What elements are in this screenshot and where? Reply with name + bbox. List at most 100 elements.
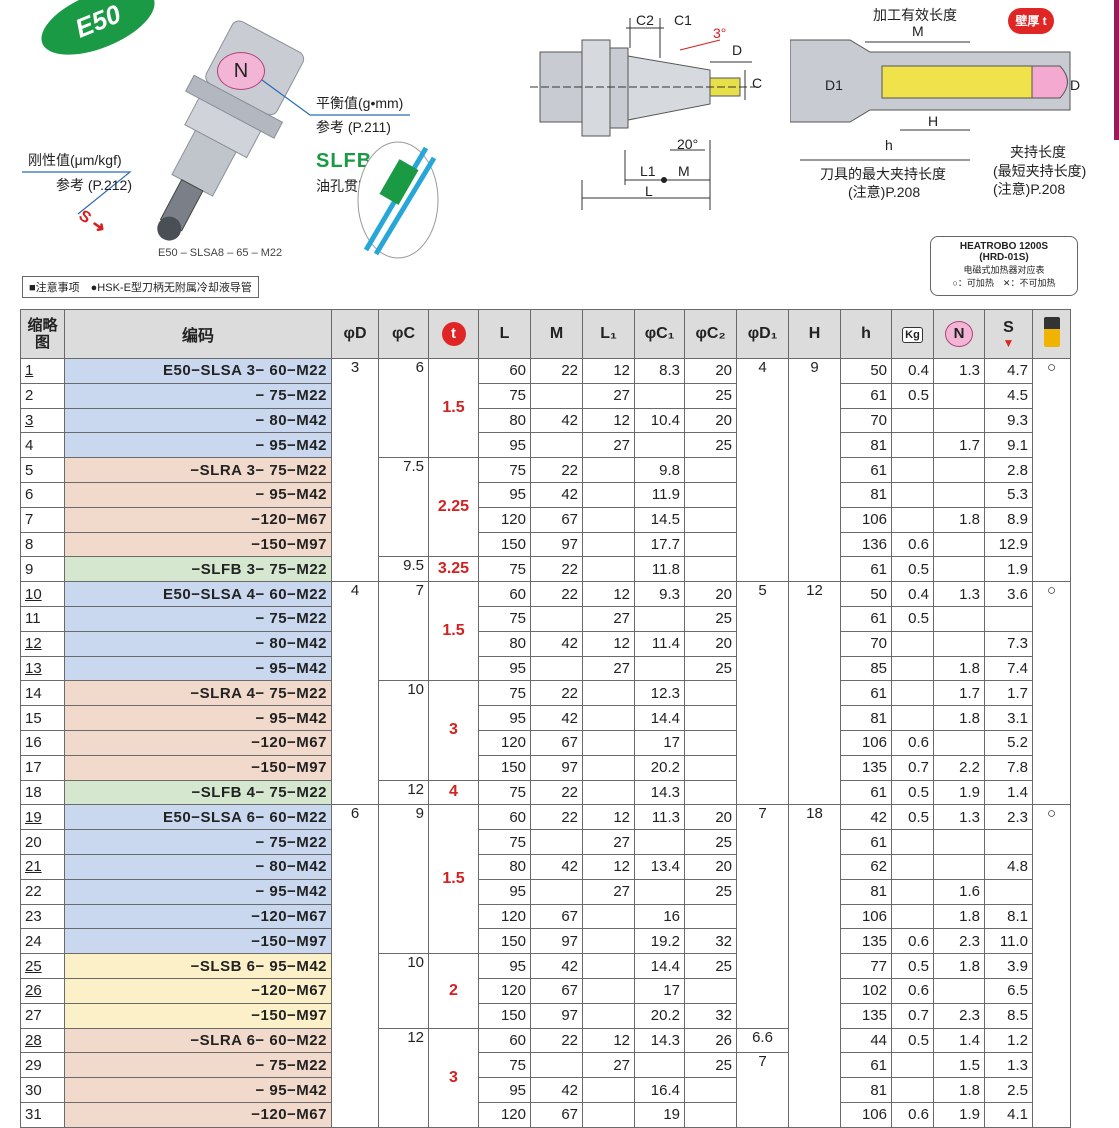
cell-kg: 0.6: [891, 531, 934, 558]
cell-l: 75: [478, 457, 531, 483]
cell-l1: 12: [582, 630, 635, 657]
cell-c1: [634, 1052, 685, 1079]
cell-m: [530, 605, 583, 632]
item-code: −120−M67: [64, 1101, 332, 1128]
cell-m: 42: [530, 705, 583, 731]
cell-m: 22: [530, 804, 583, 831]
cell-m: 22: [530, 358, 583, 384]
diagram2-d1: D1: [825, 77, 843, 93]
cell-h: 61: [840, 680, 892, 707]
cell-s: 4.8: [984, 853, 1033, 880]
min-clamp-ref: (注意)P.208: [993, 181, 1066, 197]
wall-thickness: 2.25: [428, 457, 479, 558]
cell-l1: [582, 556, 635, 583]
cell-l1: [582, 1002, 635, 1029]
item-code: − 95−M42: [64, 655, 332, 682]
diagram2-d: D: [1070, 77, 1081, 93]
cell-kg: [891, 853, 934, 880]
cell-c1: [634, 605, 685, 632]
notice-text: ■注意事项 ●HSK-E型刀柄无附属冷却液导管: [29, 282, 252, 294]
cell-n: [933, 382, 985, 409]
cell-c2: 25: [684, 1052, 737, 1079]
leader-lines: [22, 79, 410, 215]
item-code: −120−M67: [64, 977, 332, 1004]
slfb-title: SLFB: [316, 150, 373, 172]
row-number: 2: [20, 382, 65, 409]
cell-c1: 9.3: [634, 581, 685, 607]
cell-h: 81: [840, 705, 892, 731]
cell-m: 42: [530, 630, 583, 657]
cell-n: 1.9: [933, 1101, 985, 1128]
cell-m: 22: [530, 779, 583, 806]
cell-c2: [684, 779, 737, 806]
cell-m: 42: [530, 1077, 583, 1103]
row-number: 19: [20, 804, 65, 831]
cell-m: [530, 382, 583, 409]
row-number: 14: [20, 680, 65, 707]
item-code: −SLFB 4− 75−M22: [64, 779, 332, 806]
diameter-c: 6: [378, 357, 429, 459]
cell-n: 1.3: [933, 804, 985, 831]
cell-l1: [582, 1101, 635, 1128]
cell-m: [530, 655, 583, 682]
cell-m: 67: [530, 903, 583, 930]
length-hh: 12: [788, 581, 841, 806]
cell-l: 60: [478, 581, 531, 607]
cell-h: 61: [840, 779, 892, 806]
row-number: 7: [20, 506, 65, 533]
cell-l1: 12: [582, 804, 635, 831]
row-number: 26: [20, 977, 65, 1004]
dim-d: D: [732, 42, 743, 58]
cell-c2: [684, 977, 737, 1004]
header-m: M: [530, 309, 583, 359]
item-code: − 75−M22: [64, 829, 332, 855]
cell-h: 70: [840, 407, 892, 434]
cell-s: 7.3: [984, 630, 1033, 657]
cell-l1: 12: [582, 407, 635, 434]
cell-l1: 27: [582, 829, 635, 855]
cell-n: [933, 605, 985, 632]
header-hh: H: [788, 309, 841, 359]
cell-c2: 32: [684, 928, 737, 955]
cell-l: 150: [478, 754, 531, 781]
cell-h: 61: [840, 382, 892, 409]
header-h: h: [840, 309, 892, 359]
header-s: S ▼: [984, 309, 1033, 359]
cell-l: 120: [478, 506, 531, 533]
rigidity-label: 刚性值(μm/kgf): [28, 152, 122, 168]
cell-s: 1.3: [984, 1052, 1033, 1079]
cell-s: 8.5: [984, 1002, 1033, 1029]
cell-c1: [634, 382, 685, 409]
rigidity-ref: 参考 (P.212): [56, 177, 132, 193]
cell-n: 1.9: [933, 779, 985, 806]
item-code: − 75−M22: [64, 1052, 332, 1079]
cell-kg: 0.5: [891, 556, 934, 583]
cell-l1: 12: [582, 581, 635, 607]
cell-h: 61: [840, 829, 892, 855]
min-clamp-label: (最短夹持长度): [993, 163, 1087, 179]
cell-m: 22: [530, 1027, 583, 1054]
cell-l: 120: [478, 729, 531, 756]
cell-kg: 0.6: [891, 977, 934, 1004]
cell-c1: 20.2: [634, 754, 685, 781]
cell-c2: 20: [684, 358, 737, 384]
diameter-c: 12: [378, 1027, 429, 1128]
cell-c2: [684, 481, 737, 508]
cell-kg: [891, 630, 934, 657]
cell-h: 85: [840, 655, 892, 682]
photo-caption: E50 – SLSA8 – 65 – M22: [158, 247, 283, 259]
cell-n: 1.7: [933, 432, 985, 459]
cell-l: 75: [478, 829, 531, 855]
diameter-d: 3: [331, 357, 379, 583]
cell-l: 120: [478, 1101, 531, 1128]
cell-l1: 12: [582, 1027, 635, 1054]
cell-n: [933, 829, 985, 855]
cell-m: 97: [530, 928, 583, 955]
